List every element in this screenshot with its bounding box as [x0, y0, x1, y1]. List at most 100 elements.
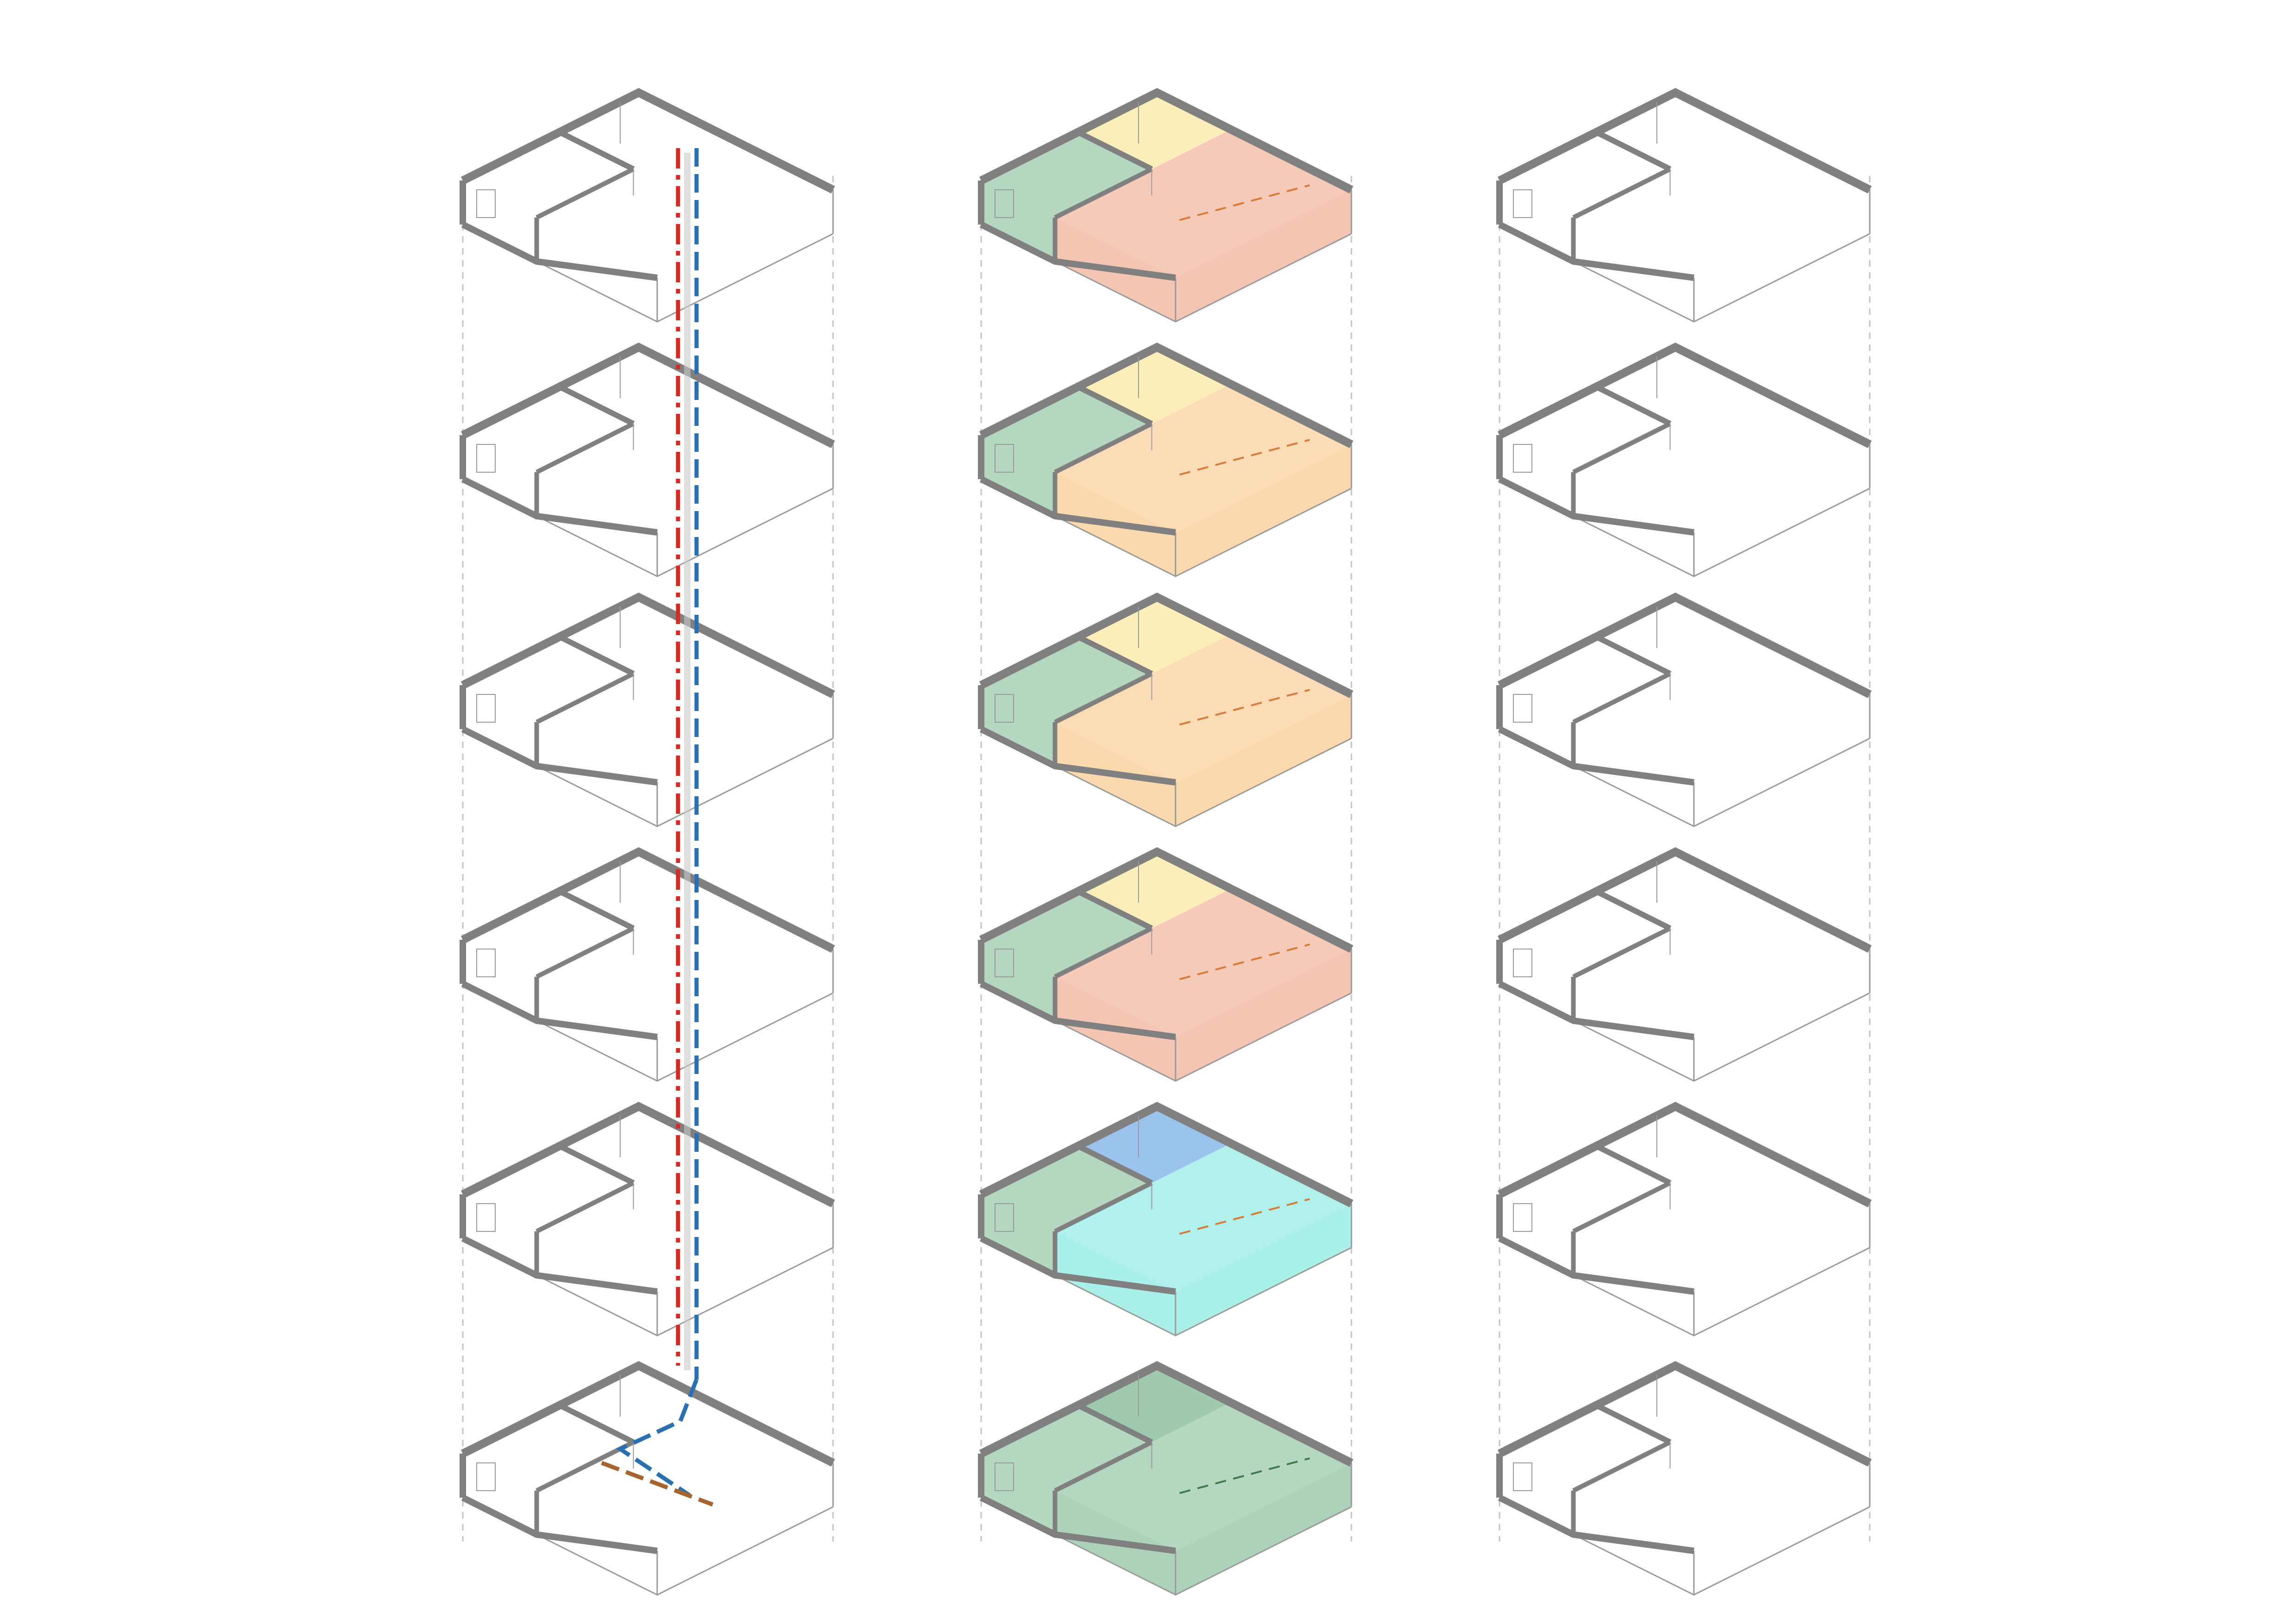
- slab-bottom-edge: [462, 1237, 834, 1337]
- zone-fill-b: [1055, 129, 1351, 278]
- partition-wall: [1054, 1181, 1153, 1234]
- stair-outline: [995, 1462, 1014, 1491]
- back-wall-cut: [460, 847, 835, 953]
- front-wall-cut: [1498, 1494, 1694, 1554]
- stair-outline: [995, 949, 1014, 977]
- partition-wall: [1076, 384, 1153, 426]
- back-wall-cut: [1497, 87, 1872, 194]
- column-services-riser: [460, 87, 835, 1596]
- slab-bottom-edge: [1499, 1237, 1870, 1337]
- partition-wall: [1076, 1143, 1153, 1186]
- stair-outline: [995, 189, 1014, 218]
- stair-outline: [995, 694, 1014, 723]
- back-wall-cut: [1497, 1361, 1872, 1467]
- zone-axis-line: [1179, 689, 1310, 726]
- partition-wall: [558, 1143, 635, 1186]
- zone-face-right: [1176, 694, 1351, 826]
- floor-2: [460, 1101, 835, 1337]
- partition-wall: [1054, 421, 1153, 475]
- back-wall-cut: [1497, 847, 1872, 953]
- partition-wall: [558, 130, 635, 172]
- floor-3: [978, 847, 1354, 1082]
- stair-outline: [476, 189, 496, 218]
- partition-wall: [1572, 671, 1671, 725]
- partition-wall: [535, 926, 635, 979]
- slab-bottom-edge: [462, 224, 834, 323]
- riser-blue-branch: [616, 1379, 699, 1497]
- back-wall-cut: [979, 1101, 1354, 1208]
- zone-axis-line: [1179, 184, 1310, 221]
- front-wall-cut: [1498, 726, 1694, 786]
- slab-bottom-edge: [462, 478, 834, 577]
- floor-3: [460, 847, 835, 1082]
- stair-outline: [995, 444, 1014, 473]
- stair-outline: [476, 694, 496, 723]
- partition-wall: [1572, 167, 1671, 220]
- floor-6: [1496, 87, 1872, 323]
- stair-outline: [995, 1203, 1014, 1232]
- back-wall-cut: [1497, 1101, 1872, 1208]
- zone-fill-c: [981, 637, 1152, 766]
- partition-wall: [558, 1403, 635, 1445]
- stair-outline: [1513, 189, 1532, 218]
- stair-outline: [476, 949, 496, 977]
- stair-outline: [1513, 444, 1532, 473]
- back-wall-cut: [460, 342, 835, 449]
- stair-outline: [476, 1203, 496, 1232]
- floor-1: [978, 1361, 1354, 1596]
- front-wall-cut: [1498, 1235, 1694, 1295]
- zone-fill-b: [1055, 634, 1351, 782]
- back-wall-cut: [979, 1361, 1354, 1467]
- floor-1: [460, 1361, 835, 1596]
- floor-4: [1496, 592, 1872, 827]
- front-wall-cut: [461, 1235, 658, 1295]
- partition-wall: [558, 384, 635, 426]
- partition-wall: [535, 167, 635, 220]
- partition-wall: [1595, 889, 1672, 931]
- zone-fill-c: [981, 387, 1152, 516]
- front-wall-cut: [1498, 476, 1694, 536]
- back-wall-cut: [979, 87, 1354, 194]
- partition-wall: [535, 421, 635, 475]
- column-structure: [1496, 87, 1872, 1596]
- floor-6: [460, 87, 835, 323]
- back-wall-cut: [1497, 592, 1872, 699]
- zone-face-right: [1176, 190, 1351, 322]
- floor-3: [1496, 847, 1872, 1082]
- zone-fill-b: [1055, 888, 1351, 1037]
- zone-face-right: [1176, 444, 1351, 576]
- front-wall-cut: [461, 981, 658, 1040]
- partition-wall: [1572, 421, 1671, 475]
- partition-wall: [1054, 926, 1153, 979]
- riser-brown-branch: [601, 1461, 714, 1507]
- partition-wall: [1076, 889, 1153, 931]
- partition-wall: [1595, 634, 1672, 676]
- zone-axis-line: [1179, 439, 1310, 476]
- zone-fill-c: [981, 132, 1152, 262]
- back-wall-cut: [460, 1101, 835, 1208]
- partition-wall: [1595, 1403, 1672, 1445]
- zone-face-right: [1176, 949, 1351, 1081]
- back-wall-cut: [979, 847, 1354, 953]
- partition-wall: [558, 889, 635, 931]
- zone-fill-b: [1055, 1402, 1351, 1551]
- slab-bottom-edge: [1499, 728, 1870, 827]
- back-wall-cut: [460, 592, 835, 699]
- back-wall-cut: [1497, 342, 1872, 449]
- zone-fill-b: [1055, 1143, 1351, 1292]
- zone-fill-b: [1055, 384, 1351, 532]
- front-wall-cut: [461, 476, 658, 536]
- floor-4: [460, 592, 835, 827]
- partition-wall: [1076, 130, 1153, 172]
- stair-outline: [476, 1462, 496, 1491]
- front-wall-cut: [461, 726, 658, 786]
- partition-wall: [1054, 1440, 1153, 1493]
- stair-outline: [1513, 1203, 1532, 1232]
- zone-face-right: [1176, 1204, 1351, 1336]
- partition-wall: [1595, 384, 1672, 426]
- back-wall-cut: [979, 592, 1354, 699]
- front-wall-cut: [461, 1494, 658, 1554]
- floor-2: [978, 1101, 1354, 1337]
- floor-2: [1496, 1101, 1872, 1337]
